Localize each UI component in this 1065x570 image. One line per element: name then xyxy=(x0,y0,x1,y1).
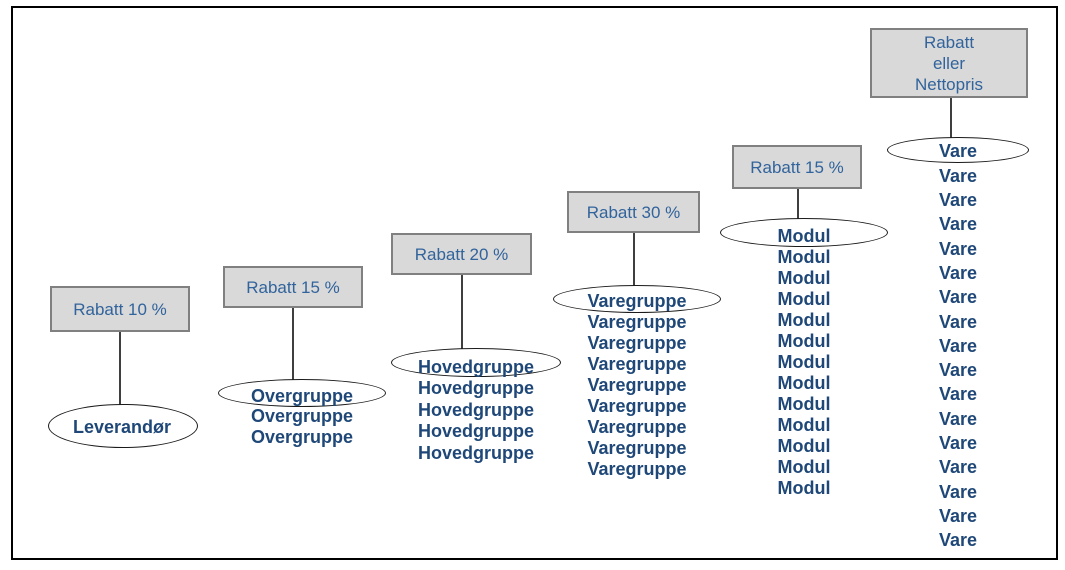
node-label-overgruppe-2: Overgruppe xyxy=(250,406,354,426)
node-label-overgruppe-1: Overgruppe xyxy=(250,385,354,406)
node-label-hovedgruppe-2: Hovedgruppe xyxy=(417,378,534,398)
discount-box-label: Rabatt 10 % xyxy=(73,299,167,319)
node-label-vare-4: Vare xyxy=(938,214,978,235)
discount-box-leverandor: Rabatt 10 % xyxy=(50,286,190,332)
node-label-modul-13: Modul xyxy=(777,477,831,498)
node-ellipse-modul xyxy=(720,218,888,247)
node-label-modul-8: Modul xyxy=(777,372,831,393)
node-label-overgruppe-3: Overgruppe xyxy=(250,426,354,447)
node-label-vare-14: Vare xyxy=(938,457,978,478)
node-label-vare-11: Vare xyxy=(938,384,978,405)
node-label-hovedgruppe-4: Hovedgruppe xyxy=(417,421,534,441)
node-label-modul-3: Modul xyxy=(777,267,831,288)
node-label-varegruppe-2: Varegruppe xyxy=(587,311,687,332)
discount-box-overgruppe: Rabatt 15 % xyxy=(223,266,363,308)
discount-box-label: Rabatt 15 % xyxy=(246,277,340,297)
connector-line-leverandor xyxy=(119,332,121,405)
discount-box-label: Rabatt 15 % xyxy=(750,157,844,177)
discount-box-label-line: Nettopris xyxy=(914,74,984,94)
node-label-modul-9: Modul xyxy=(777,393,831,414)
node-label-vare-8: Vare xyxy=(938,311,978,332)
node-label-modul-12: Modul xyxy=(777,456,831,477)
discount-box-hovedgruppe: Rabatt 20 % xyxy=(391,233,532,275)
node-label-varegruppe-9: Varegruppe xyxy=(587,458,687,479)
discount-box-modul: Rabatt 15 % xyxy=(732,145,862,189)
node-label-vare-10: Vare xyxy=(938,360,978,381)
node-label-vare-13: Vare xyxy=(938,433,978,454)
node-label-modul-4: Modul xyxy=(777,288,831,309)
node-label-modul-1: Modul xyxy=(777,225,831,246)
node-label-varegruppe-3: Varegruppe xyxy=(587,332,687,353)
diagram-frame xyxy=(11,6,1058,560)
discount-box-varegruppe: Rabatt 30 % xyxy=(567,191,700,233)
node-label-vare-2: Vare xyxy=(938,165,978,186)
connector-line-overgruppe xyxy=(292,308,294,380)
connector-line-varegruppe xyxy=(633,233,635,286)
node-label-vare-12: Vare xyxy=(938,408,978,429)
connector-line-vare xyxy=(950,98,952,138)
discount-box-label-line: eller xyxy=(932,53,966,73)
node-label-vare-3: Vare xyxy=(938,190,978,211)
node-label-vare-6: Vare xyxy=(938,262,978,283)
node-label-hovedgruppe-1: Hovedgruppe xyxy=(417,356,534,377)
node-label-modul-7: Modul xyxy=(777,351,831,372)
discount-box-label: Rabatt 20 % xyxy=(414,244,509,264)
node-ellipse-overgruppe xyxy=(218,379,386,407)
node-label-vare-9: Vare xyxy=(938,335,978,356)
node-label-vare-1: Vare xyxy=(938,141,978,162)
node-label-vare-16: Vare xyxy=(938,505,978,526)
node-ellipse-varegruppe xyxy=(553,285,721,313)
node-ellipse-vare xyxy=(887,137,1029,163)
node-label-varegruppe-8: Varegruppe xyxy=(587,437,687,458)
node-label-varegruppe-6: Varegruppe xyxy=(587,395,687,416)
node-label-vare-7: Vare xyxy=(938,287,978,308)
node-label-vare-15: Vare xyxy=(938,481,978,502)
node-label-varegruppe-1: Varegruppe xyxy=(587,290,687,311)
node-label-leverandor-1: Leverandør xyxy=(72,416,172,437)
node-label-modul-2: Modul xyxy=(777,246,831,267)
discount-box-label: Rabatt 30 % xyxy=(586,202,681,222)
node-label-vare-17: Vare xyxy=(938,530,978,551)
node-label-varegruppe-4: Varegruppe xyxy=(587,353,687,374)
node-label-modul-5: Modul xyxy=(777,309,831,330)
node-label-vare-5: Vare xyxy=(938,238,978,259)
connector-line-modul xyxy=(797,189,799,219)
node-label-hovedgruppe-3: Hovedgruppe xyxy=(417,399,534,420)
connector-line-hovedgruppe xyxy=(461,275,463,349)
node-ellipse-hovedgruppe xyxy=(391,348,561,377)
node-label-modul-6: Modul xyxy=(777,330,831,351)
discount-box-label-line: Rabatt xyxy=(923,32,975,52)
node-label-varegruppe-7: Varegruppe xyxy=(587,416,687,437)
node-label-modul-10: Modul xyxy=(777,414,831,435)
node-label-hovedgruppe-5: Hovedgruppe xyxy=(417,442,534,463)
node-label-modul-11: Modul xyxy=(777,435,831,456)
node-ellipse-leverandor xyxy=(48,404,198,448)
node-label-varegruppe-5: Varegruppe xyxy=(587,374,687,395)
